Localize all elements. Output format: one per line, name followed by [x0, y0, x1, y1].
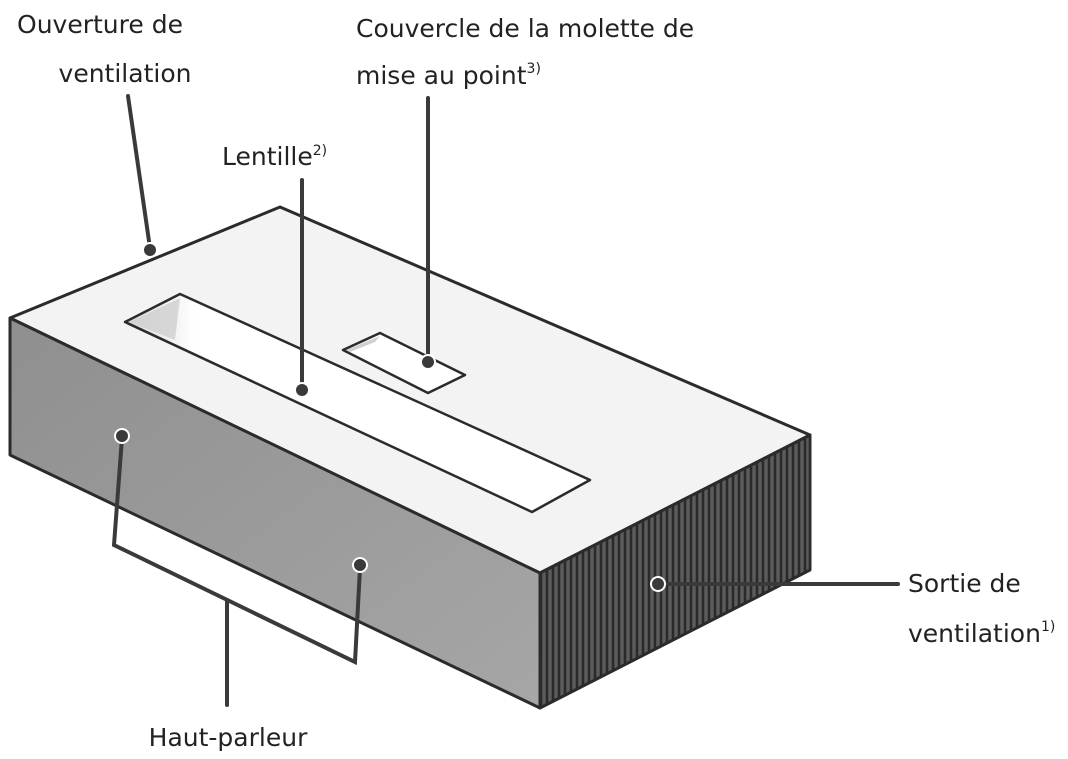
- pointer-focus-cover: [420, 354, 436, 370]
- pointer-speaker-right: [352, 557, 368, 573]
- pointer-lens: [294, 382, 310, 398]
- pointer-vent-outlet: [650, 576, 666, 592]
- leader-lines: [111, 94, 900, 707]
- projector-body: [8, 205, 812, 710]
- lens-slot-shade: [130, 298, 180, 340]
- pointer-speaker-left: [114, 428, 130, 444]
- label-vent-inlet-line2: ventilation: [59, 59, 192, 88]
- label-vent-inlet-line1: Ouverture de: [17, 10, 183, 39]
- leader-speaker-bracket: [111, 436, 362, 666]
- label-focus-cover-sup: 3): [527, 61, 541, 77]
- label-lens-text: Lentille: [222, 142, 313, 171]
- focus-wheel-cover: [341, 331, 467, 395]
- labels: Ouverture de ventilation Couvercle de la…: [17, 10, 1055, 752]
- label-focus-cover-line1: Couvercle de la molette de: [356, 14, 694, 43]
- label-vent-outlet-line1: Sortie de: [908, 569, 1021, 598]
- label-lens-sup: 2): [313, 143, 327, 159]
- pointer-vent-inlet: [142, 242, 158, 258]
- label-lens: Lentille2): [222, 142, 327, 171]
- label-speaker: Haut-parleur: [149, 723, 308, 752]
- side-vent-grille: [538, 433, 812, 710]
- label-focus-cover-line2-text: mise au point: [356, 61, 527, 90]
- lens-slot: [123, 292, 592, 514]
- label-vent-outlet-line2-text: ventilation: [908, 619, 1041, 648]
- label-focus-cover-line2: mise au point3): [356, 61, 541, 90]
- focus-wheel-cover-shade: [346, 336, 380, 352]
- label-vent-outlet-sup: 1): [1041, 619, 1055, 635]
- label-vent-outlet-line2: ventilation1): [908, 619, 1055, 648]
- leader-vent-inlet: [126, 94, 152, 250]
